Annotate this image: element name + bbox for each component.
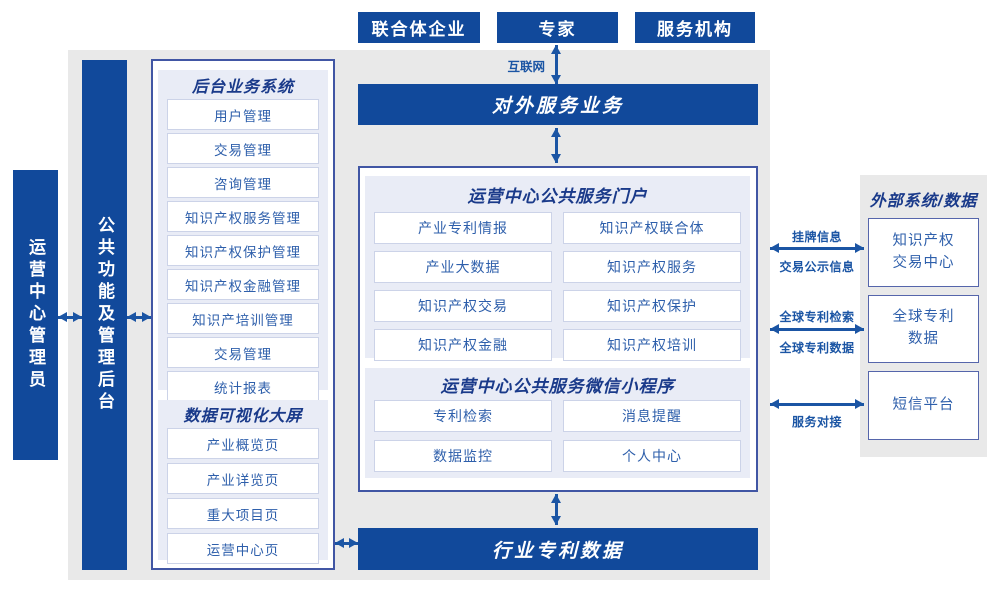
actor-box-expert: 专家 (497, 12, 618, 43)
ext-box-ip-trade-center: 知识产权 交易中心 (868, 218, 979, 287)
arrow-ip-trade-center (770, 243, 864, 253)
mini-personal-center: 个人中心 (563, 440, 741, 472)
visualization-items: 产业概览页 产业详览页 重大项目页 运营中心页 (158, 428, 328, 564)
portal-ip-trade: 知识产权交易 (374, 290, 552, 322)
visualization-panel: 数据可视化大屏 产业概览页 产业详览页 重大项目页 运营中心页 (158, 400, 328, 564)
screen-operation-center: 运营中心页 (167, 533, 319, 564)
label-global-patent-search: 全球专利检索 (779, 310, 855, 324)
mini-message-remind: 消息提醒 (563, 400, 741, 432)
portal-patent-intelligence: 产业专利情报 (374, 212, 552, 244)
module-user-management: 用户管理 (167, 99, 319, 130)
label-global-patent-data: 全球专利数据 (779, 341, 855, 355)
arrow-visualization-industry-data (335, 538, 358, 548)
module-trade-management-2: 交易管理 (167, 337, 319, 368)
mini-data-monitor: 数据监控 (374, 440, 552, 472)
rail-operation-admin: 运营中心管理员 (13, 170, 58, 460)
arrow-global-patent-data (770, 324, 864, 334)
backend-system-panel: 后台业务系统 用户管理 交易管理 咨询管理 知识产权服务管理 知识产权保护管理 … (158, 70, 328, 402)
screen-industry-detail: 产业详览页 (167, 463, 319, 494)
portal-ip-service: 知识产权服务 (563, 251, 741, 283)
portal-ip-training: 知识产权培训 (563, 329, 741, 361)
portal-panel: 运营中心公共服务门户 产业专利情报 知识产权联合体 产业大数据 知识产权服务 知… (365, 176, 750, 361)
miniprogram-panel: 运营中心公共服务微信小程序 专利检索 消息提醒 数据监控 个人中心 (365, 368, 750, 478)
visualization-title: 数据可视化大屏 (183, 408, 303, 425)
portal-ip-finance: 知识产权金融 (374, 329, 552, 361)
arrow-admin-backend (58, 312, 82, 322)
actor-box-service-org: 服务机构 (635, 12, 755, 43)
portal-ip-consortium: 知识产权联合体 (563, 212, 741, 244)
arrow-internet (551, 45, 561, 84)
external-service-bar: 对外服务业务 (358, 84, 758, 125)
module-consult-management: 咨询管理 (167, 167, 319, 198)
portal-industry-bigdata: 产业大数据 (374, 251, 552, 283)
portal-ip-protection: 知识产权保护 (563, 290, 741, 322)
module-ip-service-management: 知识产权服务管理 (167, 201, 319, 232)
ext-box-sms-platform: 短信平台 (868, 371, 979, 440)
rail-public-backend: 公共功能及管理后台 (82, 60, 127, 570)
module-ip-training-management: 知识产培训管理 (167, 303, 319, 334)
arrow-sms-platform (770, 399, 864, 409)
rail-operation-admin-label: 运营中心管理员 (26, 238, 45, 392)
arrow-backend-systems (127, 312, 151, 322)
actor-box-consortium: 联合体企业 (358, 12, 480, 43)
external-systems-title: 外部系统/数据 (869, 193, 978, 210)
external-systems-panel: 外部系统/数据 知识产权 交易中心 全球专利 数据 短信平台 (860, 175, 987, 457)
miniprogram-title: 运营中心公共服务微信小程序 (440, 376, 675, 396)
portal-items: 产业专利情报 知识产权联合体 产业大数据 知识产权服务 知识产权交易 知识产权保… (365, 212, 750, 361)
portal-title: 运营中心公共服务门户 (467, 186, 648, 206)
label-listing-info: 挂牌信息 (791, 230, 842, 244)
module-ip-finance-management: 知识产权金融管理 (167, 269, 319, 300)
industry-data-bar: 行业专利数据 (358, 528, 758, 570)
label-trade-publicity-info: 交易公示信息 (779, 260, 855, 274)
rail-public-backend-label: 公共功能及管理后台 (95, 216, 114, 414)
backend-system-title: 后台业务系统 (191, 78, 294, 96)
arrow-service-portal (551, 128, 561, 163)
label-service-connection: 服务对接 (791, 415, 842, 429)
module-statistics-report: 统计报表 (167, 371, 319, 402)
module-trade-management: 交易管理 (167, 133, 319, 164)
backend-system-items: 用户管理 交易管理 咨询管理 知识产权服务管理 知识产权保护管理 知识产权金融管… (158, 99, 328, 402)
screen-industry-overview: 产业概览页 (167, 428, 319, 459)
arrow-portal-industry-data (551, 494, 561, 525)
miniprogram-items: 专利检索 消息提醒 数据监控 个人中心 (365, 400, 750, 472)
screen-major-project: 重大项目页 (167, 498, 319, 529)
ext-box-global-patent-data: 全球专利 数据 (868, 295, 979, 363)
module-ip-protection-management: 知识产权保护管理 (167, 235, 319, 266)
mini-patent-search: 专利检索 (374, 400, 552, 432)
internet-label: 互联网 (507, 60, 545, 74)
